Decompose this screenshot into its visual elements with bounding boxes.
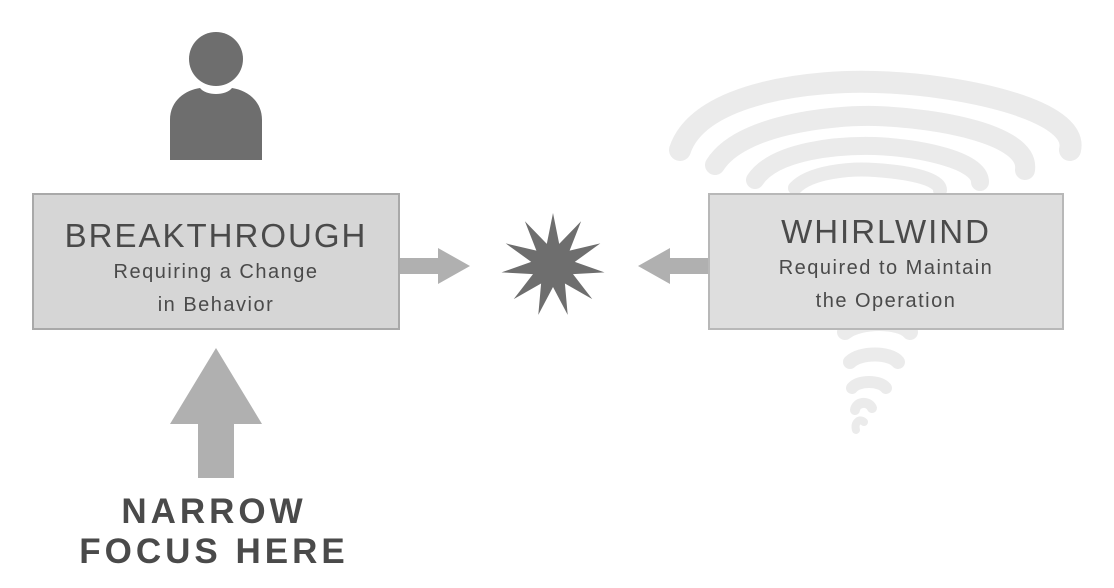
focus-label-line2: FOCUS HERE [79, 532, 349, 571]
whirlwind-subtitle-line2: the Operation [815, 290, 957, 312]
narrow-focus-label: NARROW FOCUS HERE [64, 492, 364, 572]
arrow-right-icon [400, 248, 470, 284]
breakthrough-title: BREAKTHROUGH [64, 217, 368, 254]
whirlwind-subtitle-line1: Required to Maintain [778, 257, 994, 279]
arrow-up-icon [170, 348, 262, 478]
breakthrough-subtitle-line2: in Behavior [157, 294, 275, 316]
starburst-shape [501, 213, 605, 315]
breakthrough-box: BREAKTHROUGH Requiring a Change in Behav… [32, 193, 400, 330]
whirlwind-title: WHIRLWIND [781, 213, 991, 250]
arrow-left-icon [638, 248, 708, 284]
person-icon [170, 32, 262, 160]
whirlwind-box: WHIRLWIND Required to Maintain the Opera… [708, 193, 1064, 330]
starburst-icon [501, 213, 605, 315]
focus-label-line1: NARROW [121, 492, 307, 531]
breakthrough-subtitle-line1: Requiring a Change [113, 261, 319, 283]
